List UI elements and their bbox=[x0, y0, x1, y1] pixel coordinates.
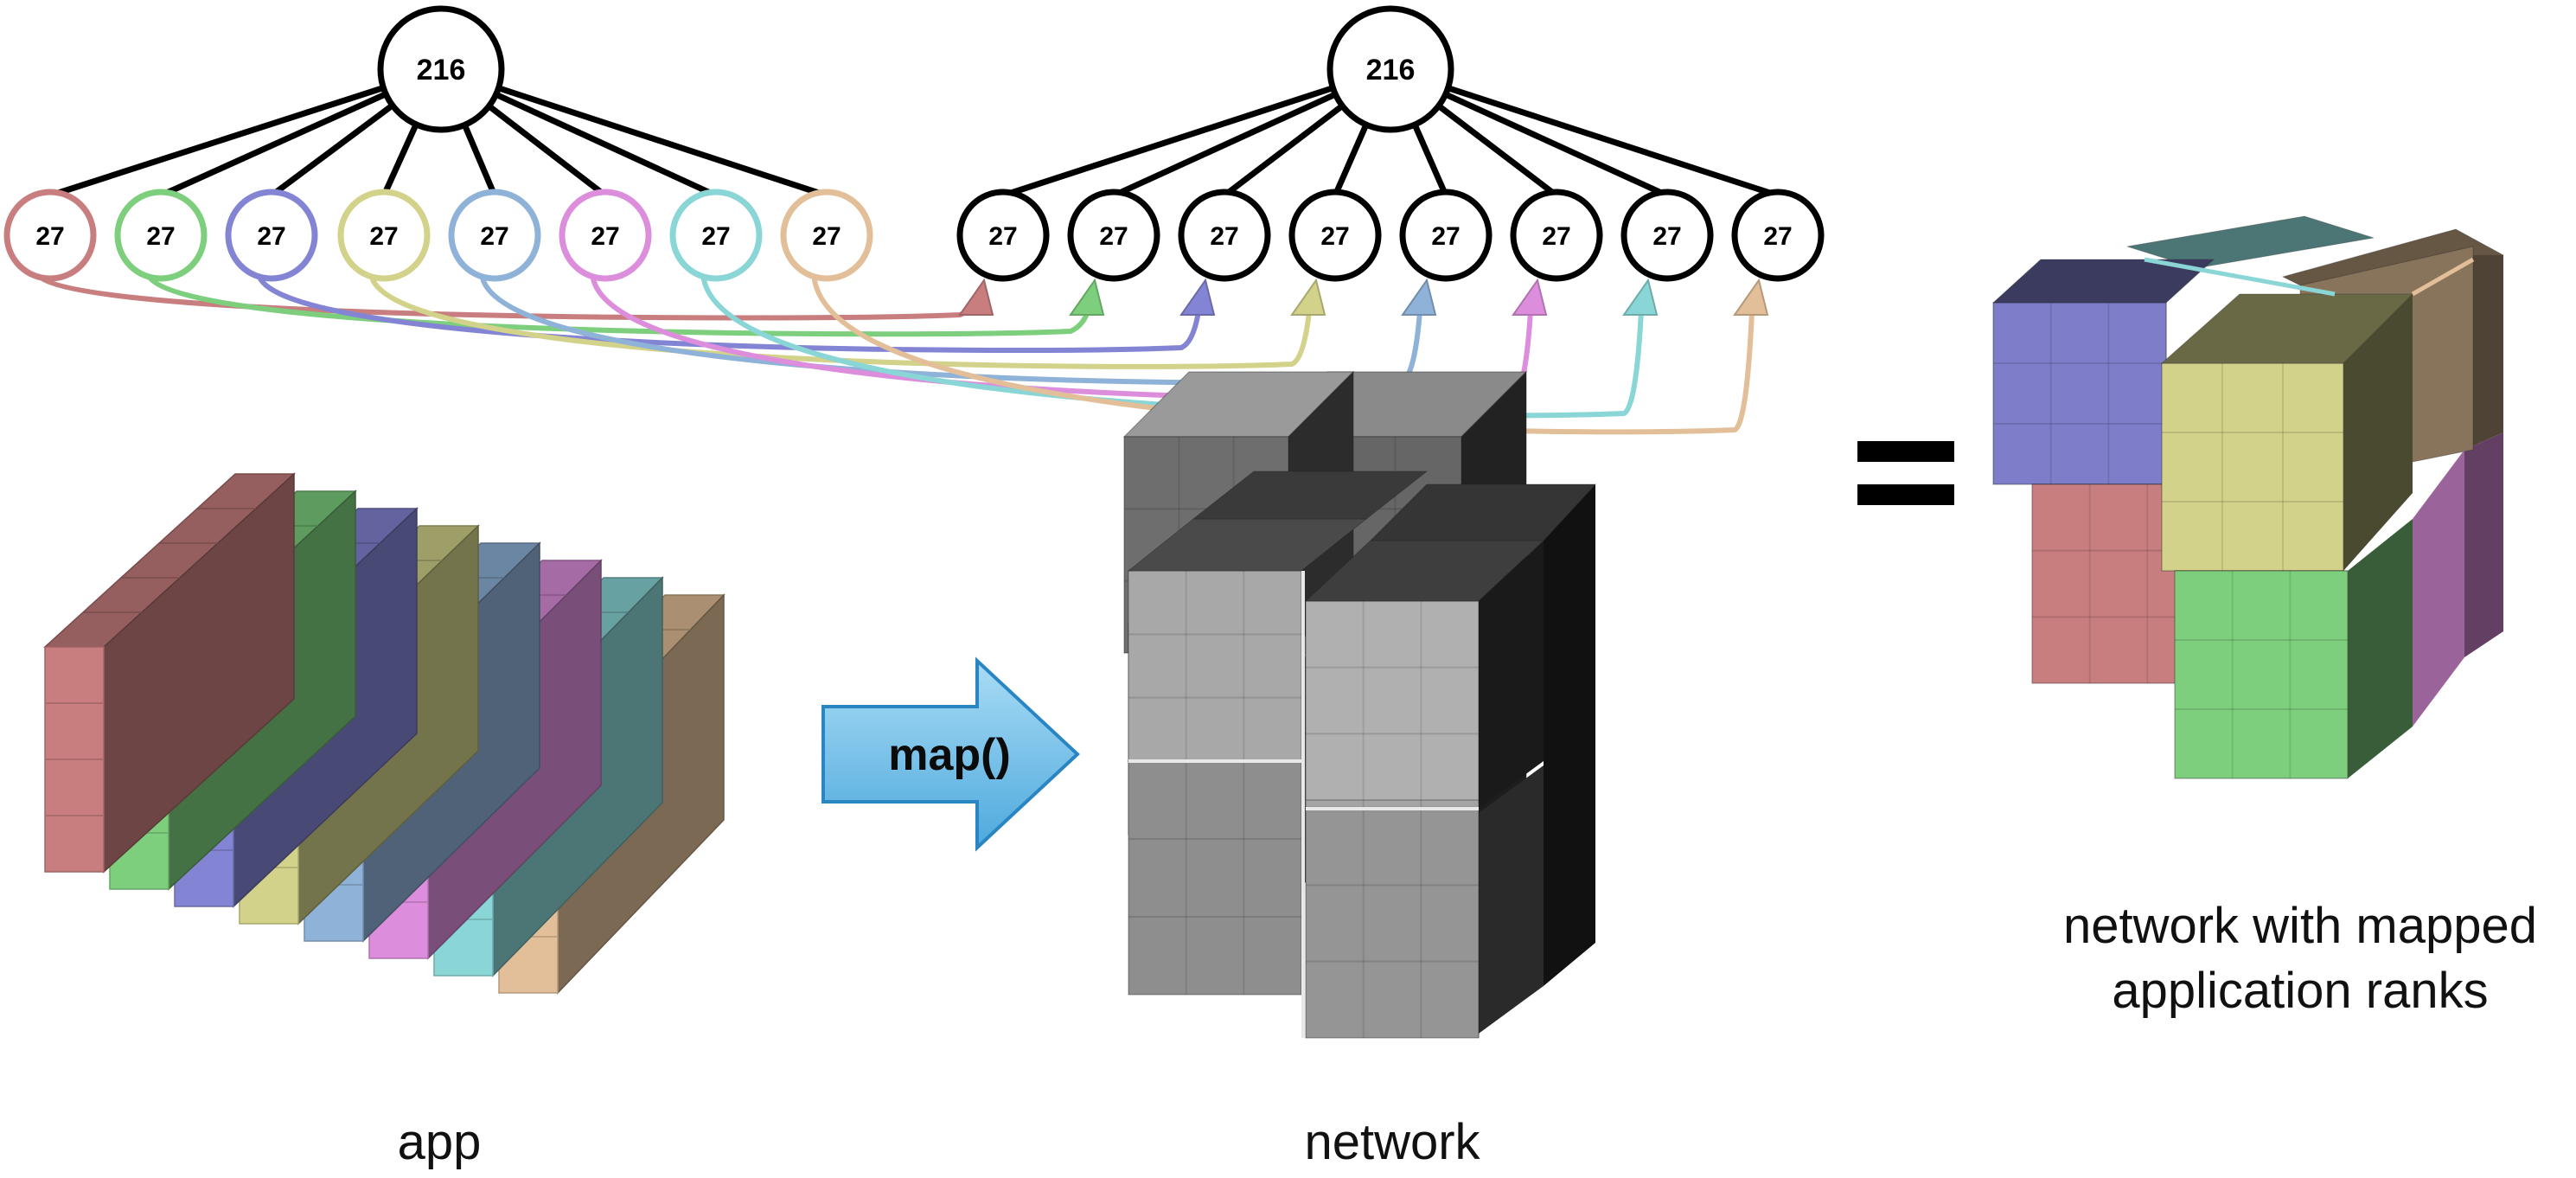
network-caption: network bbox=[1304, 1114, 1480, 1170]
network-side-face bbox=[1544, 484, 1595, 986]
mapped-network-cube bbox=[1991, 215, 2505, 779]
network-child-label: 27 bbox=[1542, 222, 1570, 251]
app-child-label: 27 bbox=[701, 222, 730, 251]
mapped-edge bbox=[2411, 257, 2475, 297]
network-child-node: 27 bbox=[1731, 189, 1825, 282]
mapped-side-face bbox=[2464, 432, 2503, 657]
network-child-label: 27 bbox=[1763, 222, 1792, 251]
mapped-top-face bbox=[1991, 259, 2215, 304]
network-octant bbox=[1128, 760, 1302, 996]
app-child-node: 27 bbox=[3, 189, 97, 282]
mapping-arrowhead bbox=[1179, 278, 1216, 316]
mapped-side-face bbox=[2343, 294, 2413, 571]
network-child-node: 27 bbox=[1178, 189, 1271, 282]
equals-sign bbox=[1857, 441, 1954, 505]
app-rank-block bbox=[43, 472, 725, 995]
network-child-node: 27 bbox=[1288, 189, 1382, 282]
mapped-caption-line2: application ranks bbox=[2112, 963, 2488, 1019]
mapped-octant bbox=[2161, 362, 2344, 572]
app-child-label: 27 bbox=[369, 222, 398, 251]
mapping-arrowhead bbox=[1290, 278, 1326, 316]
network-child-node: 27 bbox=[956, 189, 1050, 282]
mapped-side-face bbox=[2348, 519, 2413, 778]
mapped-octant bbox=[1992, 302, 2167, 485]
network-child-label: 27 bbox=[1652, 222, 1681, 251]
mapped-side-face bbox=[2464, 255, 2503, 450]
network-child-node: 27 bbox=[1399, 189, 1493, 282]
mapped-caption-line1: network with mapped bbox=[2063, 898, 2537, 954]
mapping-arrowhead bbox=[1401, 278, 1437, 316]
network-side-face bbox=[1479, 541, 1544, 809]
app-child-node: 27 bbox=[448, 189, 541, 282]
app-child-node: 27 bbox=[114, 189, 208, 282]
mapping-curve bbox=[145, 272, 1090, 337]
app-child-label: 27 bbox=[257, 222, 285, 251]
network-cube bbox=[1122, 370, 1597, 1039]
app-child-node: 27 bbox=[780, 189, 873, 282]
network-octant bbox=[1305, 808, 1480, 1039]
app-child-label: 27 bbox=[35, 222, 64, 251]
app-caption: app bbox=[398, 1114, 482, 1170]
network-child-node: 27 bbox=[1620, 189, 1714, 282]
network-tree-root: 216 bbox=[1326, 5, 1454, 133]
mapping-arrowhead bbox=[958, 278, 994, 316]
mapping-arrowhead bbox=[1622, 278, 1659, 316]
tree-edge bbox=[48, 66, 443, 199]
network-child-node: 27 bbox=[1067, 189, 1160, 282]
network-octant bbox=[1305, 600, 1480, 801]
mapping-arrowhead bbox=[1069, 278, 1105, 316]
tree-edge bbox=[439, 66, 828, 199]
map-arrow-label: map() bbox=[888, 730, 1011, 780]
network-child-label: 27 bbox=[1099, 222, 1128, 251]
tree-edge bbox=[1001, 66, 1392, 199]
network-child-label: 27 bbox=[988, 222, 1017, 251]
mapped-edge bbox=[2144, 257, 2336, 297]
mapping-curve bbox=[256, 272, 1201, 353]
app-child-node: 27 bbox=[669, 189, 763, 282]
mapping-arrowhead bbox=[1733, 278, 1769, 316]
app-slab bbox=[43, 472, 296, 874]
mapped-octant bbox=[2174, 570, 2349, 779]
app-child-node: 27 bbox=[559, 189, 652, 282]
mapping-arrowhead bbox=[1512, 278, 1548, 316]
mapped-side-face bbox=[2413, 450, 2464, 727]
app-root-label: 216 bbox=[417, 54, 466, 86]
network-octant bbox=[1128, 570, 1302, 762]
network-child-node: 27 bbox=[1510, 189, 1603, 282]
app-child-label: 27 bbox=[812, 222, 841, 251]
app-child-label: 27 bbox=[480, 222, 508, 251]
app-child-node: 27 bbox=[225, 189, 318, 282]
network-top-face bbox=[1192, 471, 1429, 520]
app-child-node: 27 bbox=[337, 189, 431, 282]
app-tree-root: 216 bbox=[377, 5, 505, 133]
app-child-label: 27 bbox=[591, 222, 619, 251]
network-tree-children: 27 27 27 27 27 27 27 27 bbox=[956, 189, 1825, 282]
network-child-label: 27 bbox=[1210, 222, 1238, 251]
network-root-label: 216 bbox=[1366, 54, 1416, 86]
app-child-label: 27 bbox=[146, 222, 175, 251]
app-tree-children: 27 27 27 27 27 27 27 27 bbox=[3, 189, 873, 282]
map-arrow: map() bbox=[821, 656, 1080, 852]
network-child-label: 27 bbox=[1431, 222, 1460, 251]
mapping-curve bbox=[368, 272, 1312, 369]
tree-edge bbox=[1389, 66, 1780, 199]
network-side-face bbox=[1479, 765, 1544, 1034]
network-child-label: 27 bbox=[1320, 222, 1349, 251]
